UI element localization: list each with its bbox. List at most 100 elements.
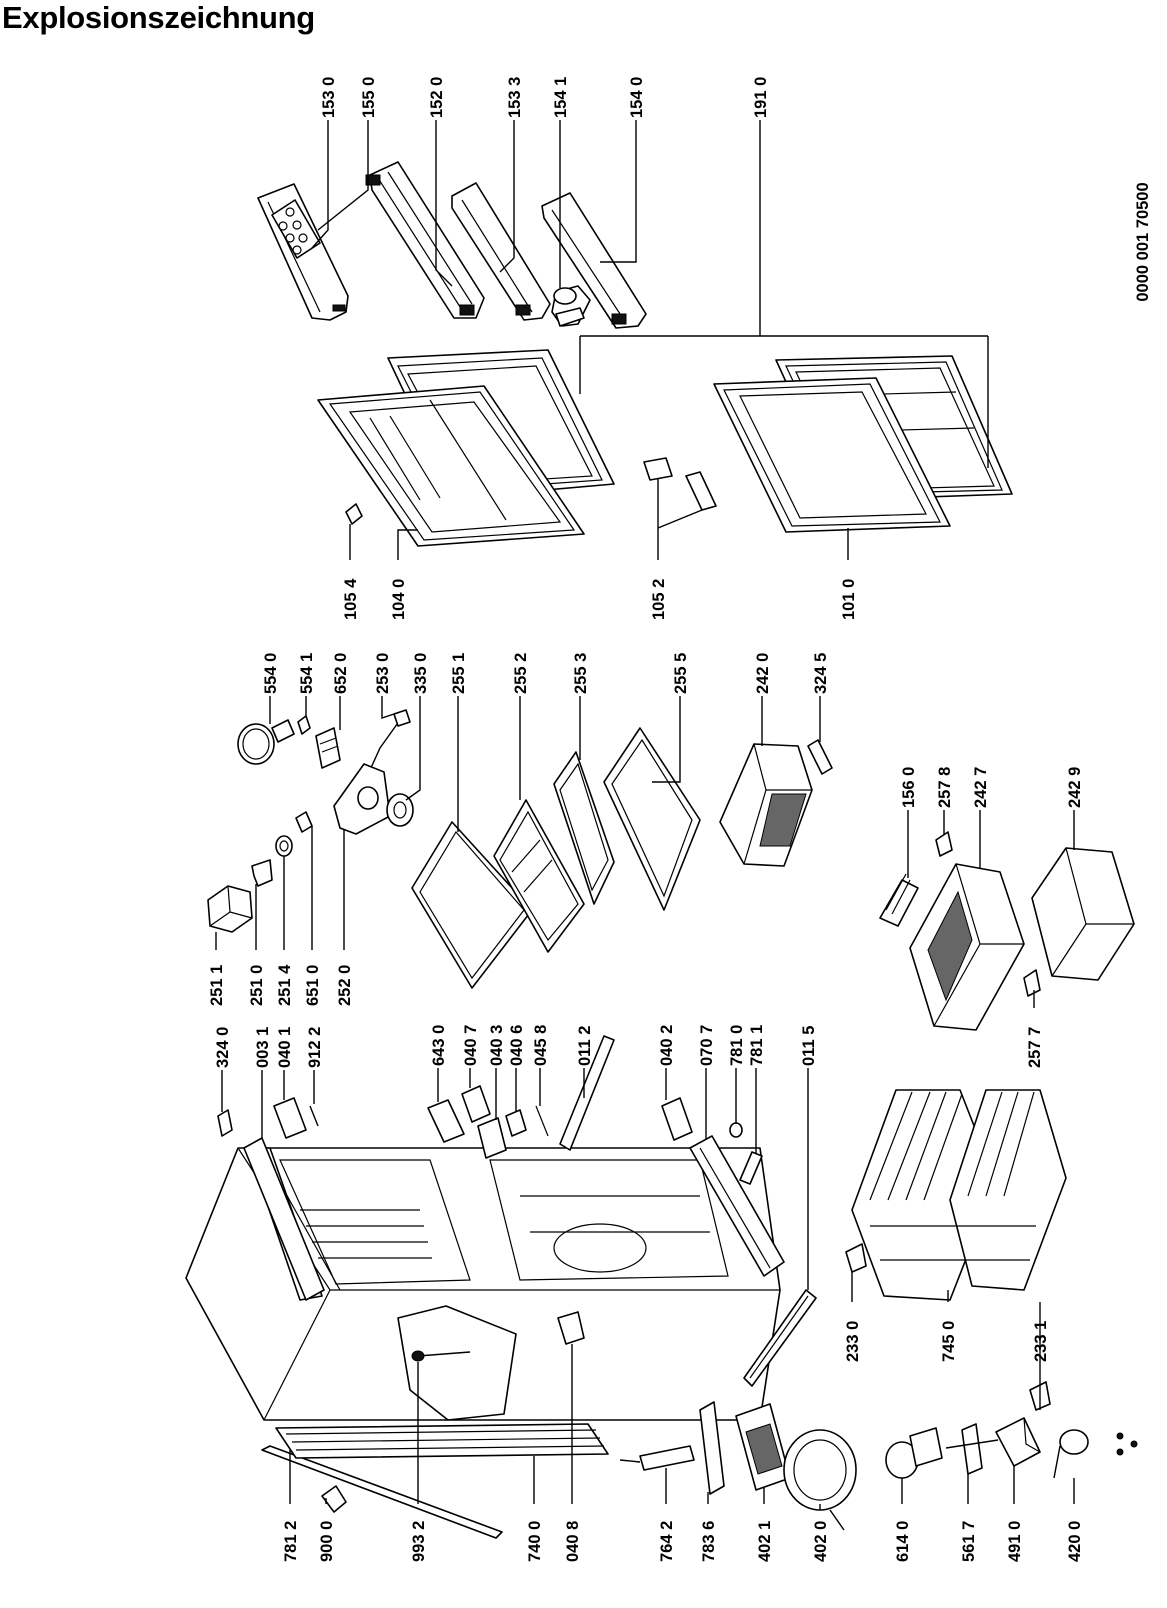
label-324-0: 324 0	[214, 1027, 232, 1068]
label-233-1: 233 1	[1032, 1321, 1050, 1362]
label-040-7: 040 7	[462, 1025, 480, 1066]
label-040-8: 040 8	[564, 1521, 582, 1562]
label-255-5: 255 5	[672, 653, 690, 694]
label-257-7: 257 7	[1026, 1027, 1044, 1068]
lamp-cover-993-2	[397, 1305, 517, 1421]
clamp-900-0	[321, 1485, 347, 1513]
label-251-4: 251 4	[276, 964, 294, 1006]
label-652-0: 652 0	[332, 653, 350, 694]
label-253-0: 253 0	[374, 653, 392, 694]
label-255-2: 255 2	[512, 653, 530, 694]
page-title: Explosionszeichnung	[2, 0, 315, 35]
label-040-2: 040 2	[658, 1025, 676, 1066]
rail-011-2	[559, 1035, 615, 1151]
label-255-3: 255 3	[572, 653, 590, 694]
leader-lines	[215, 120, 1075, 1510]
label-651-0: 651 0	[304, 965, 322, 1006]
label-781-1: 781 1	[748, 1025, 766, 1066]
label-242-7: 242 7	[972, 767, 990, 808]
shelf-255-2	[493, 799, 585, 953]
label-104-0: 104 0	[390, 579, 408, 620]
door-104-0	[317, 385, 585, 547]
door-bin-152-0	[365, 161, 485, 319]
bracket-040-8	[557, 1311, 585, 1345]
clip-257-8	[935, 831, 953, 857]
label-011-2: 011 2	[576, 1026, 594, 1066]
label-993-2: 993 2	[410, 1521, 428, 1562]
foot-233-0	[845, 1243, 867, 1273]
capillary-253-0	[369, 709, 411, 771]
label-324-5: 324 5	[812, 653, 830, 694]
label-070-7: 070 7	[698, 1025, 716, 1066]
relay-614-0	[885, 1427, 943, 1479]
label-040-1: 040 1	[276, 1027, 294, 1068]
label-554-1: 554 1	[298, 653, 316, 694]
label-255-1: 255 1	[450, 653, 468, 694]
label-153-0: 153 0	[320, 77, 338, 118]
lamp-cover-251-0	[251, 859, 273, 887]
label-783-6: 783 6	[700, 1521, 718, 1562]
label-040-3: 040 3	[488, 1025, 506, 1066]
rod-781-2	[261, 1445, 503, 1539]
label-561-7: 561 7	[960, 1521, 978, 1562]
ice-tray-156-0	[879, 873, 919, 927]
label-402-1: 402 1	[756, 1521, 774, 1562]
label-233-0: 233 0	[844, 1321, 862, 1362]
label-242-0: 242 0	[754, 653, 772, 694]
compressor-402-0	[783, 1429, 857, 1531]
callout-labels: 153 0 155 0 152 0 153 3 154 1 154 0 191 …	[208, 77, 1084, 1562]
light-cover-554-0	[237, 719, 295, 765]
label-191-0: 191 0	[752, 77, 770, 118]
part-781-0	[729, 1122, 743, 1138]
label-152-0: 152 0	[428, 77, 446, 118]
label-781-0: 781 0	[728, 1025, 746, 1066]
egg-tray-155-0	[271, 199, 321, 259]
screw-912-2	[309, 1105, 319, 1127]
shelf-255-5	[603, 727, 701, 911]
door-bin-154-0	[541, 192, 647, 329]
hinge-040-3	[477, 1117, 507, 1159]
thermostat-652-0	[315, 727, 341, 769]
label-781-2: 781 2	[282, 1521, 300, 1562]
crisper-242-0	[719, 743, 813, 867]
condenser-740-0	[275, 1423, 609, 1459]
hinge-040-2	[661, 1097, 693, 1141]
label-643-0: 643 0	[430, 1025, 448, 1066]
label-242-9: 242 9	[1066, 767, 1084, 808]
freezer-drawer-242-7	[909, 863, 1025, 1031]
label-740-0: 740 0	[526, 1521, 544, 1562]
clip-783-6	[699, 1401, 725, 1495]
clip-257-7	[1023, 969, 1041, 997]
label-614-0: 614 0	[894, 1521, 912, 1562]
label-554-0: 554 0	[262, 653, 280, 694]
hinge-105-4	[345, 503, 363, 525]
strip-003-1	[243, 1137, 325, 1301]
label-156-0: 156 0	[900, 767, 918, 808]
rail-011-5	[743, 1289, 817, 1387]
relay-cover-402-1	[735, 1403, 791, 1491]
label-040-6: 040 6	[508, 1025, 526, 1066]
bottle-holder-154-1	[551, 285, 591, 327]
part-491-0	[995, 1417, 1041, 1467]
switch-651-0	[295, 811, 313, 833]
label-045-8: 045 8	[532, 1025, 550, 1066]
cover-643-0	[427, 1099, 465, 1143]
cover-070-7	[689, 1135, 785, 1277]
document-number: 0000 001 70500	[1134, 182, 1152, 301]
label-251-1: 251 1	[208, 965, 226, 1006]
lamp-housing-251-1	[207, 885, 253, 933]
knob-335-0	[386, 793, 414, 827]
bulb-251-4	[275, 835, 293, 857]
label-105-2: 105 2	[650, 579, 668, 620]
label-011-5: 011 5	[800, 1026, 818, 1066]
label-764-2: 764 2	[658, 1521, 676, 1562]
capacitor-420-0	[1053, 1429, 1138, 1479]
label-420-0: 420 0	[1066, 1521, 1084, 1562]
hinge-040-1	[273, 1097, 307, 1139]
shelf-255-3	[553, 751, 615, 905]
cover-324-0	[217, 1109, 233, 1137]
label-105-4: 105 4	[342, 578, 360, 620]
label-153-3: 153 3	[506, 77, 524, 118]
label-252-0: 252 0	[336, 965, 354, 1006]
